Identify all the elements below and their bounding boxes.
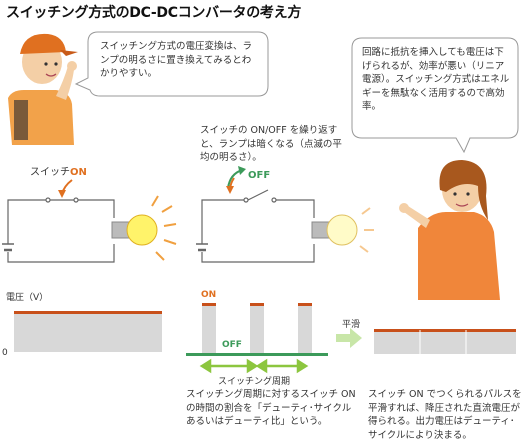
switch-on-state: ON xyxy=(70,167,87,178)
smooth-label: 平滑 xyxy=(342,320,361,330)
bubble-right-text: 回路に抵抗を挿入しても電圧は下げられるが、効率が悪い（リニア電源）。スイッチング… xyxy=(362,47,510,112)
smoothing-arrow-icon xyxy=(336,328,362,348)
lamp-dim-icon xyxy=(311,207,374,253)
boy-illustration xyxy=(8,33,78,145)
period-label: スイッチング周期 xyxy=(218,377,291,387)
voltage-bar-smoothed xyxy=(374,329,516,354)
circuit-on xyxy=(2,197,115,263)
page-title: スイッチング方式のDC-DCコンバータの考え方 xyxy=(6,5,302,21)
bubble-left-text: スイッチング方式の電圧変換は、ランプの明るさに置き換えてみるとわかりやすい。 xyxy=(100,41,253,79)
zero-axis-label: 0 xyxy=(2,348,8,358)
speech-bubble-right xyxy=(351,37,519,154)
switch-on-label: スイッチON xyxy=(30,163,87,178)
speech-bubble-left xyxy=(74,31,269,97)
circuit-off xyxy=(196,189,315,263)
pulse-off-label: OFF xyxy=(222,340,242,350)
pulse-on-label: ON xyxy=(201,290,217,300)
lamp-on-icon xyxy=(111,195,177,261)
output-caption: スイッチ ON でつくられるパルスを平滑すれば、降圧された直流電圧が得られる。出… xyxy=(368,389,522,441)
duty-cycle-caption: スイッチング周期に対するスイッチ ON の時間の割合を「デューティ･サイクルある… xyxy=(186,389,356,427)
woman-illustration xyxy=(399,160,500,300)
switch-off-state: OFF xyxy=(248,170,271,181)
voltage-bar-continuous xyxy=(14,311,162,352)
switch-label-text: スイッチ xyxy=(30,167,70,178)
pulse-waveform xyxy=(186,303,328,356)
period-arrows xyxy=(199,358,309,374)
switching-note: スイッチの ON/OFF を繰り返すと、ランプは暗くなる（点滅の平均の明るさ）。 xyxy=(200,125,342,163)
voltage-axis-label: 電圧（V） xyxy=(6,293,49,303)
